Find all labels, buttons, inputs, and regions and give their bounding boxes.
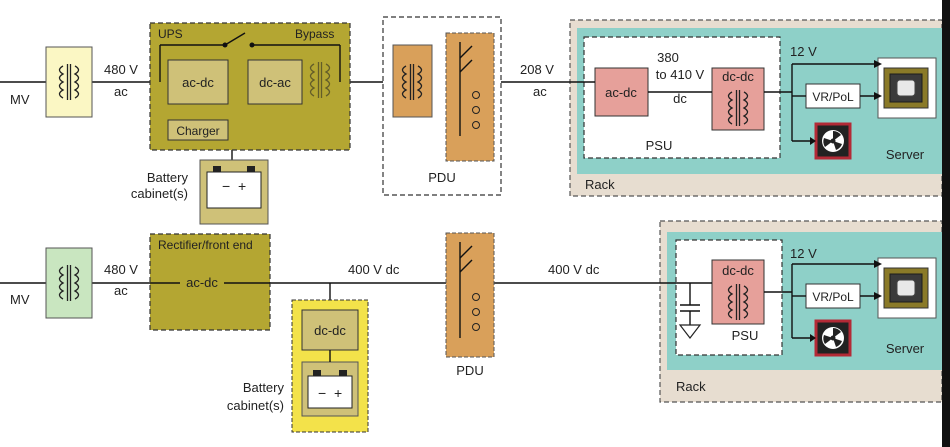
top-vrpol-label: VR/PoL <box>812 90 854 104</box>
top-battery-cabinet: − + Battery cabinet(s) <box>131 159 269 225</box>
top-server-label: Server <box>886 147 925 162</box>
top-rack-label: Rack <box>585 177 615 192</box>
bottom-feed-v-label: 480 V <box>104 262 138 277</box>
top-feed-ac-label: ac <box>114 84 128 99</box>
bottom-dcdc-label: dc-dc <box>314 323 346 338</box>
top-battery-label-2: cabinet(s) <box>131 186 188 201</box>
bottom-battery-cabinet: dc-dc − + Battery cabinet(s) <box>227 299 369 433</box>
bottom-cpu-icon <box>883 267 929 309</box>
ups: UPS Bypass ac-dc dc-ac Charger <box>149 22 351 151</box>
bottom-out-v-label: 400 V dc <box>548 262 600 277</box>
top-psu-dcdc-label: dc-dc <box>722 69 754 84</box>
bottom-battery-label-1: Battery <box>243 380 285 395</box>
bottom-feed-ac-label: ac <box>114 283 128 298</box>
bottom-mv-label: MV <box>10 292 30 307</box>
bottom-rack-label: Rack <box>676 379 706 394</box>
top-psu-acdc-label: ac-dc <box>605 85 637 100</box>
ups-bypass-label: Bypass <box>295 27 334 41</box>
bottom-mv-transformer: MV 480 V ac <box>10 247 138 319</box>
bottom-vrpol-label: VR/PoL <box>812 290 854 304</box>
bottom-battery-label-2: cabinet(s) <box>227 398 284 413</box>
bottom-pdu: PDU 400 V dc <box>445 232 600 378</box>
bottom-battery-plus: + <box>334 385 342 401</box>
bottom-pdu-label: PDU <box>456 363 483 378</box>
rectifier-title: Rectifier/front end <box>158 238 253 252</box>
ground-icon <box>678 324 702 339</box>
bottom-psu-label: PSU <box>732 328 759 343</box>
bottom-12v-label: 12 V <box>790 246 817 261</box>
bottom-server-label: Server <box>886 341 925 356</box>
bottom-psu-dcdc-label: dc-dc <box>722 263 754 278</box>
top-12v-label: 12 V <box>790 44 817 59</box>
top-battery-minus: − <box>222 178 230 194</box>
rectifier-front-end: Rectifier/front end ac-dc <box>149 233 271 331</box>
top-out-v-label: 208 V <box>520 62 554 77</box>
top-bus-label-2: to 410 V <box>656 67 705 82</box>
top-psu: ac-dc dc-dc 380 to 410 V dc PSU <box>583 36 781 159</box>
top-psu-label: PSU <box>646 138 673 153</box>
top-cpu-icon <box>883 67 929 109</box>
right-edge-bar <box>942 0 950 447</box>
bottom-bus-v-label: 400 V dc <box>348 262 400 277</box>
ups-title: UPS <box>158 27 183 41</box>
bottom-psu: dc-dc PSU <box>675 239 783 356</box>
ups-acdc-label: ac-dc <box>182 75 214 90</box>
bottom-server: VR/PoL Server 12 V <box>790 246 937 357</box>
top-battery-plus: + <box>238 178 246 194</box>
top-battery-label-1: Battery <box>147 170 189 185</box>
top-fan-icon <box>814 122 852 160</box>
top-feed-v-label: 480 V <box>104 62 138 77</box>
top-bus-label-3: dc <box>673 91 687 106</box>
top-mv-transformer: MV 480 V ac <box>10 46 138 118</box>
top-out-ac-label: ac <box>533 84 547 99</box>
top-bus-label-1: 380 <box>657 50 679 65</box>
bottom-battery-minus: − <box>318 385 326 401</box>
ups-dcac-label: dc-ac <box>259 75 291 90</box>
top-pdu: PDU 208 V ac <box>382 16 554 196</box>
rectifier-acdc-label: ac-dc <box>186 275 218 290</box>
bottom-fan-icon <box>814 319 852 357</box>
top-pdu-label: PDU <box>428 170 455 185</box>
ups-charger-label: Charger <box>176 124 219 138</box>
top-mv-label: MV <box>10 92 30 107</box>
top-server: VR/PoL Server 12 V <box>790 44 937 162</box>
